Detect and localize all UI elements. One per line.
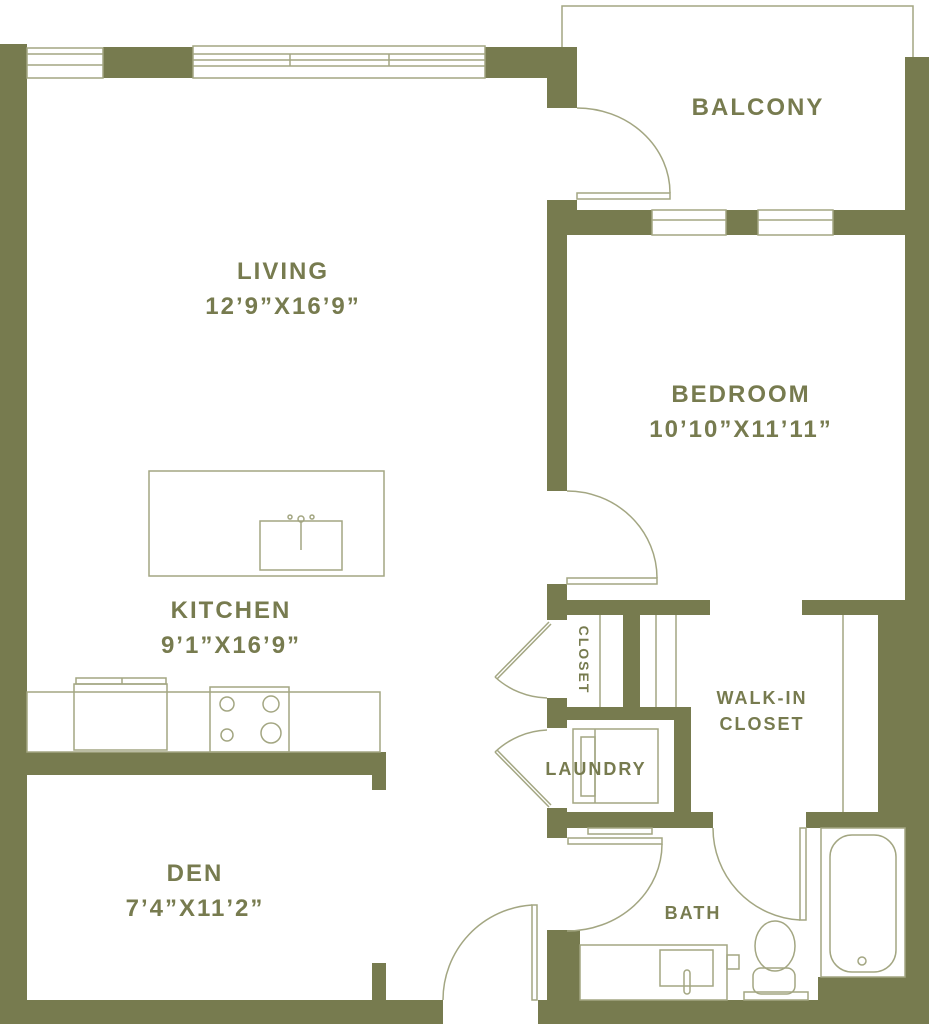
- kitchen-name: KITCHEN: [170, 597, 292, 624]
- fixtures-and-lines: [26, 5, 914, 1001]
- balcony-label: BALCONY: [692, 91, 825, 126]
- laundry-name: LAUNDRY: [545, 759, 647, 779]
- walkin-name-line2: CLOSET: [719, 714, 805, 735]
- kitchen-label: KITCHEN 9’1”X16’9”: [161, 594, 301, 664]
- bath-name: BATH: [664, 903, 722, 923]
- den-name: DEN: [166, 860, 224, 887]
- closet-name: CLOSET: [576, 625, 593, 695]
- walls: [0, 44, 929, 1024]
- bedroom-name: BEDROOM: [671, 381, 811, 408]
- living-label: LIVING 12’9”X16’9”: [205, 255, 360, 325]
- bedroom-size: 10’10”X11’11”: [649, 415, 833, 443]
- bedroom-label: BEDROOM 10’10”X11’11”: [649, 378, 832, 448]
- den-label: DEN 7’4”X11’2”: [126, 857, 265, 927]
- laundry-label: LAUNDRY: [545, 756, 646, 782]
- balcony-name: BALCONY: [691, 94, 825, 121]
- kitchen-size: 9’1”X16’9”: [160, 631, 302, 659]
- bath-label: BATH: [665, 900, 722, 926]
- living-size: 12’9”X16’9”: [205, 292, 361, 320]
- living-name: LIVING: [236, 258, 329, 285]
- den-size: 7’4”X11’2”: [125, 894, 265, 922]
- walkin-closet-label: WALK-IN CLOSET: [717, 685, 808, 737]
- walkin-name-line1: WALK-IN: [716, 688, 808, 708]
- closet-label: CLOSET: [574, 626, 594, 695]
